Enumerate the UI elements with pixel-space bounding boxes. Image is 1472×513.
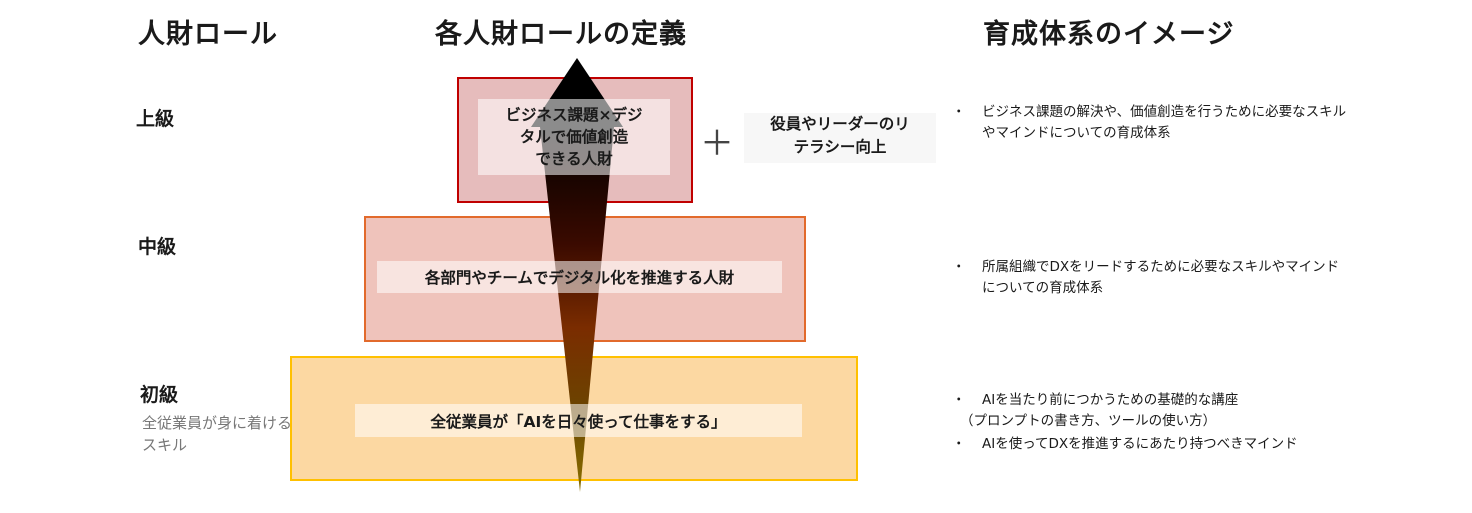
training-heading: 育成体系のイメージ xyxy=(983,19,1235,50)
upper-description-text: ビジネス課題の解決や、価値創造を行うために必要なスキルやマインドについての育成体… xyxy=(982,104,1347,141)
bullet-mark: ・ xyxy=(952,259,966,275)
bullet-mark: ・ xyxy=(952,104,966,120)
middle-description-item: ・ 所属組織でDXをリードするために必要なスキルやマインドについての育成体系 xyxy=(952,257,1352,299)
tier-middle-label: 各部門やチームでデジタル化を推進する人財 xyxy=(377,261,782,293)
level-upper-label: 上級 xyxy=(136,108,175,130)
level-basic-sublabel: 全従業員が身に着けるスキル xyxy=(142,414,293,454)
basic-description-item-1: ・ AIを当たり前につかうための基礎的な講座 xyxy=(952,390,1372,411)
basic-description-text-2: AIを使ってDXを推進するにあたり持つべきマインド xyxy=(982,436,1298,452)
bullet-mark: ・ xyxy=(952,436,966,452)
middle-description: ・ 所属組織でDXをリードするために必要なスキルやマインドについての育成体系 xyxy=(952,257,1352,299)
roles-heading: 人財ロール xyxy=(138,19,278,50)
upper-description: ・ ビジネス課題の解決や、価値創造を行うために必要なスキルやマインドについての育… xyxy=(952,102,1352,144)
basic-description: ・ AIを当たり前につかうための基礎的な講座 （プロンプトの書き方、ツールの使い… xyxy=(952,390,1372,455)
bullet-mark: ・ xyxy=(952,392,966,408)
arrow-shaft xyxy=(540,127,614,492)
basic-description-text-1: AIを当たり前につかうための基礎的な講座 xyxy=(982,392,1239,408)
basic-description-item-2: ・ AIを使ってDXを推進するにあたり持つべきマインド xyxy=(952,434,1372,455)
tier-upper-label: ビジネス課題×デジ タルで価値創造 できる人財 xyxy=(478,99,670,175)
tier-basic-label: 全従業員が「AIを日々使って仕事をする」 xyxy=(355,404,802,437)
level-basic-label: 初級 xyxy=(140,384,179,406)
definitions-heading: 各人財ロールの定義 xyxy=(435,19,687,50)
upper-description-item: ・ ビジネス課題の解決や、価値創造を行うために必要なスキルやマインドについての育… xyxy=(952,102,1352,144)
basic-description-note: （プロンプトの書き方、ツールの使い方） xyxy=(960,413,1217,429)
level-middle-label: 中級 xyxy=(138,236,177,258)
literacy-label: 役員やリーダーのリ テラシー向上 xyxy=(744,113,936,163)
middle-description-text: 所属組織でDXをリードするために必要なスキルやマインドについての育成体系 xyxy=(982,259,1340,296)
plus-sign: ＋ xyxy=(700,124,734,164)
